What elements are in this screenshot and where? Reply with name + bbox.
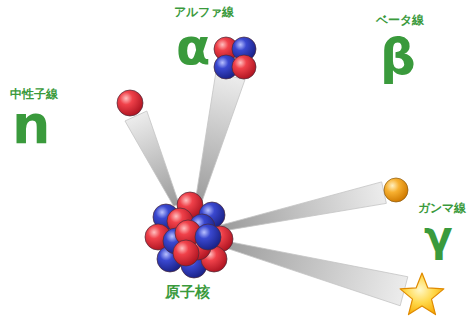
- beta-graphic: [396, 190, 397, 191]
- neutron-ball: [117, 90, 143, 116]
- neutron-particle: 中性子線n: [117, 90, 143, 116]
- neutron-ball: [195, 224, 221, 250]
- photon-star: [400, 273, 444, 315]
- radiation-ray: [219, 182, 386, 232]
- radiation-ray: [195, 72, 245, 205]
- electron-ball: [384, 178, 408, 202]
- proton-ball: [173, 240, 199, 266]
- beta-particle: ベータ線β: [384, 178, 408, 202]
- gamma-photon: ガンマ線γ: [404, 278, 440, 314]
- gamma-graphic: [422, 296, 423, 297]
- gamma-figure: [400, 273, 444, 315]
- alpha-particle: アルファ線α: [217, 40, 253, 76]
- beta-figure: [384, 178, 408, 202]
- proton-ball: [232, 55, 256, 79]
- nucleus-figure: [145, 192, 233, 278]
- alpha-graphic: [235, 58, 236, 59]
- radiation-ray: [219, 240, 408, 306]
- neutron-graphic: [130, 103, 131, 104]
- neutron-figure: [117, 90, 143, 116]
- nucleus-graphic: [190, 235, 191, 236]
- radiation-ray: [125, 111, 179, 206]
- alpha-figure: [214, 37, 256, 79]
- atomic-nucleus: 原子核: [160, 205, 220, 265]
